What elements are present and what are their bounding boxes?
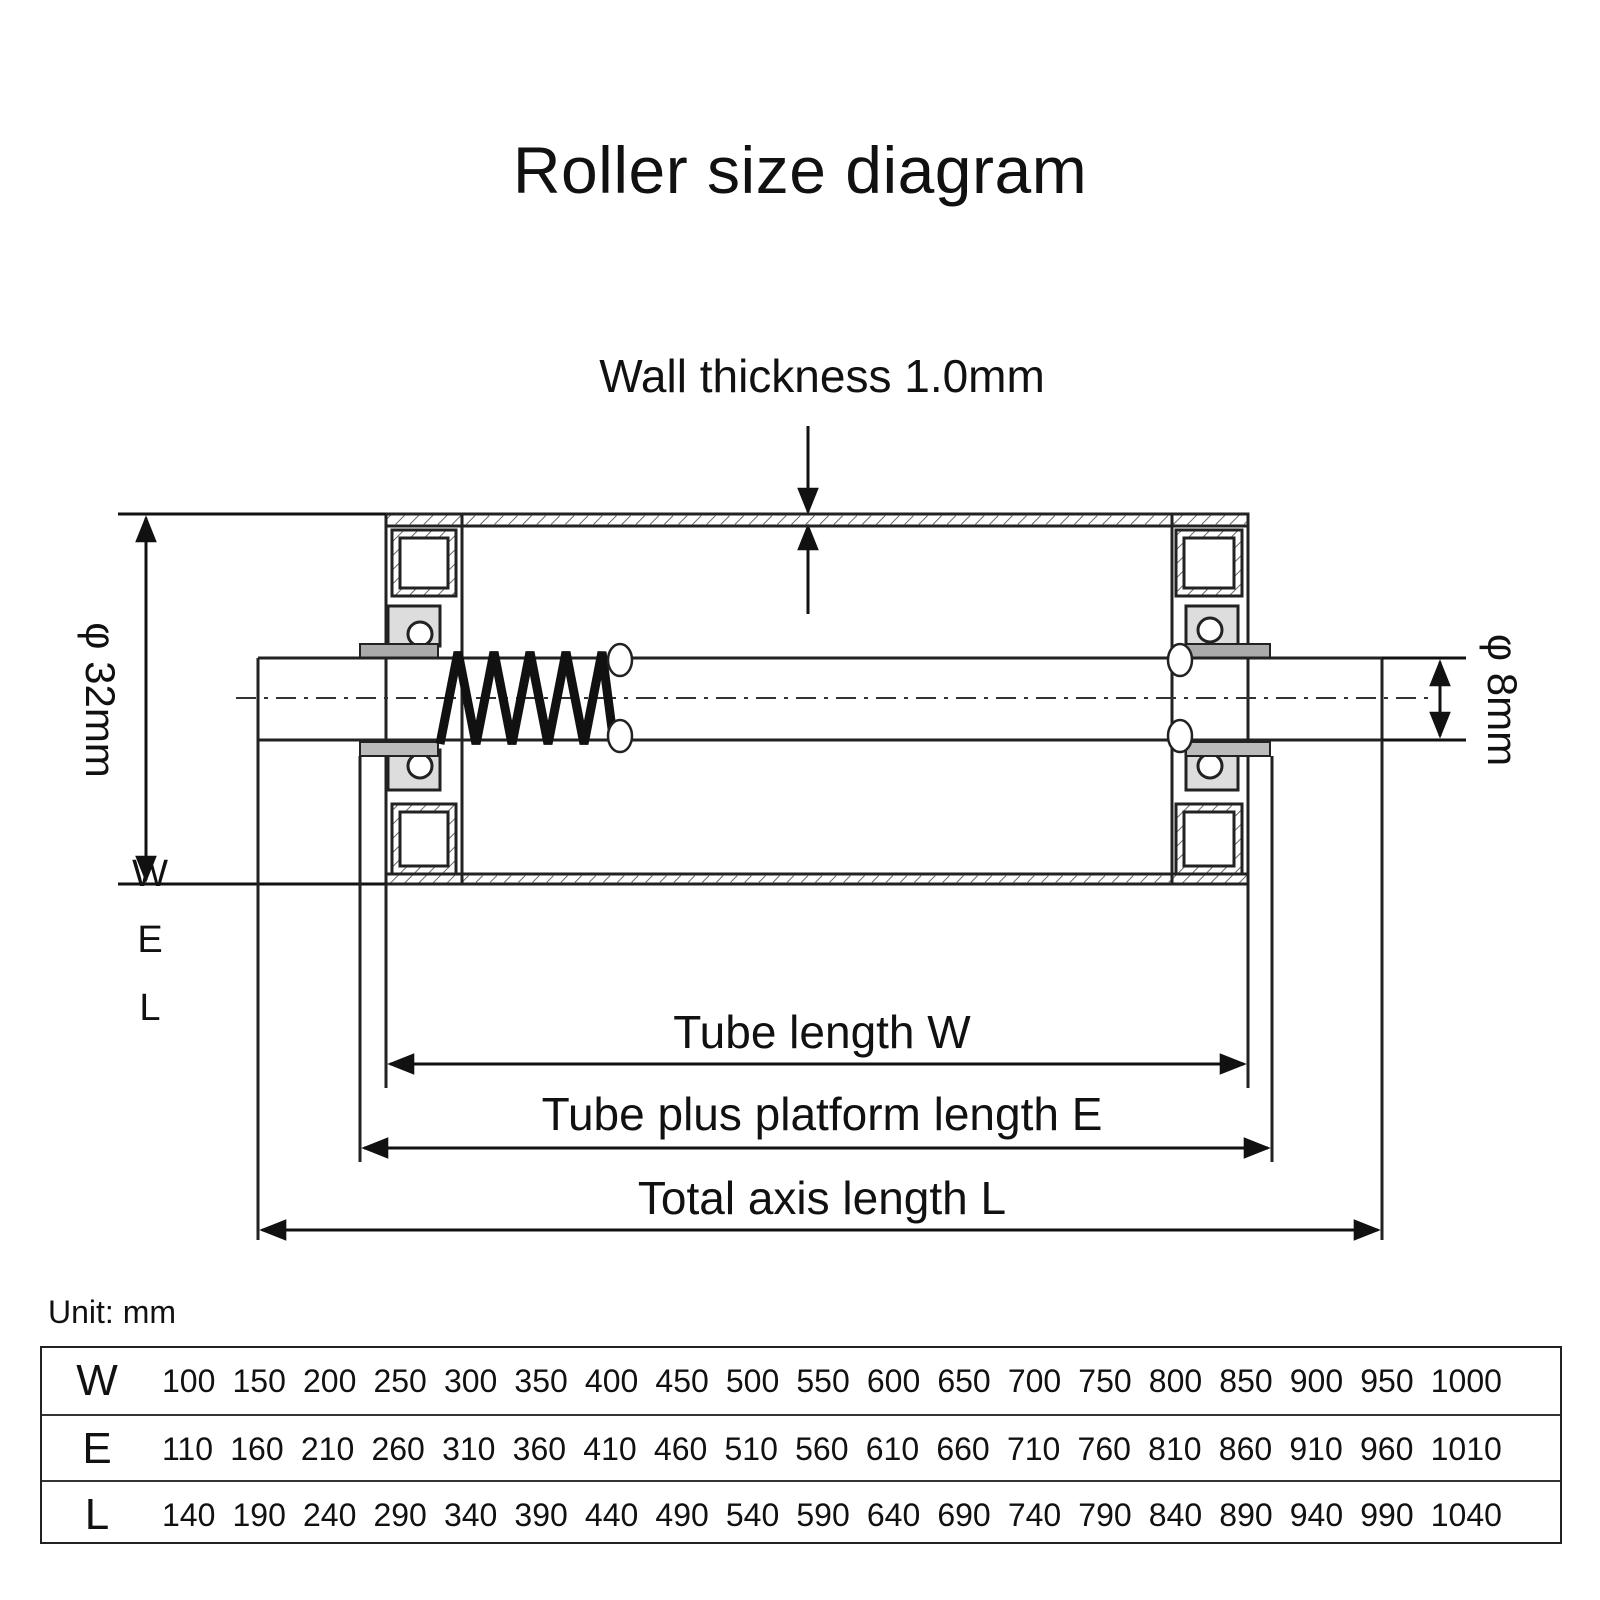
table-cell: 450 bbox=[655, 1362, 709, 1399]
table-cell: 540 bbox=[725, 1496, 780, 1533]
table-cell: 160 bbox=[230, 1430, 284, 1467]
table-cell: 950 bbox=[1360, 1362, 1414, 1399]
table-cell: 390 bbox=[514, 1496, 568, 1533]
table-cell: 940 bbox=[1289, 1496, 1344, 1533]
table-cell: 610 bbox=[865, 1430, 920, 1467]
page-title: Roller size diagram bbox=[512, 133, 1088, 207]
table-cell: 140 bbox=[162, 1496, 216, 1533]
table-cell: 800 bbox=[1148, 1362, 1203, 1399]
table-cell: 1040 bbox=[1430, 1496, 1502, 1533]
table-cell: 490 bbox=[655, 1496, 709, 1533]
table-cell: 1000 bbox=[1430, 1362, 1502, 1399]
length-extension-lines bbox=[256, 740, 1384, 1240]
table-cell: 260 bbox=[371, 1430, 425, 1467]
table-cell: 290 bbox=[373, 1496, 427, 1533]
table-cell: 350 bbox=[514, 1362, 568, 1399]
table-cell: 700 bbox=[1007, 1362, 1062, 1399]
table-cell: 810 bbox=[1148, 1430, 1202, 1467]
row-key: W bbox=[76, 1356, 118, 1405]
table-cell: 240 bbox=[302, 1496, 357, 1533]
table-cell: 150 bbox=[232, 1362, 286, 1399]
row-values: 110 160 210 260 310 360 410 460 510 560 610 660 710 7… bbox=[162, 1431, 1502, 1468]
table-cell: 400 bbox=[584, 1362, 639, 1399]
platform-length-label: Tube plus platform length E bbox=[542, 1088, 1103, 1140]
table-cell: 750 bbox=[1078, 1362, 1132, 1399]
table-cell: 840 bbox=[1148, 1496, 1203, 1533]
table-cell: 300 bbox=[443, 1362, 498, 1399]
table-cell: 410 bbox=[583, 1430, 637, 1467]
table-cell: 210 bbox=[300, 1430, 355, 1467]
legend-letter-w: W bbox=[132, 853, 168, 895]
table-cell: 890 bbox=[1219, 1496, 1273, 1533]
row-key: L bbox=[84, 1490, 110, 1539]
table-cell: 690 bbox=[937, 1496, 991, 1533]
size-table: W 100 150 200 250 300 350 400 450 500 550 600 650 70… bbox=[40, 1346, 1562, 1544]
table-cell: 550 bbox=[796, 1362, 850, 1399]
table-cell: 900 bbox=[1289, 1362, 1344, 1399]
table-cell: 960 bbox=[1359, 1430, 1414, 1467]
table-cell: 1010 bbox=[1430, 1430, 1502, 1467]
table-cell: 790 bbox=[1078, 1496, 1132, 1533]
table-cell: 440 bbox=[584, 1496, 639, 1533]
table-cell: 850 bbox=[1219, 1362, 1273, 1399]
table-cell: 340 bbox=[443, 1496, 498, 1533]
table-cell: 310 bbox=[442, 1430, 496, 1467]
table-cell: 640 bbox=[866, 1496, 921, 1533]
table-row-l: L 140 190 240 290 340 390 440 490 540 590 640 690 74… bbox=[42, 1480, 1560, 1548]
shaft-diameter-label: φ 8mm bbox=[1479, 634, 1526, 766]
table-cell: 910 bbox=[1289, 1430, 1343, 1467]
table-row-w: W 100 150 200 250 300 350 400 450 500 550 600 650 70… bbox=[42, 1348, 1560, 1414]
row-key: E bbox=[82, 1424, 112, 1473]
legend-letter-l: L bbox=[139, 987, 160, 1029]
outer-diameter-label: φ 32mm bbox=[77, 622, 124, 778]
table-cell: 710 bbox=[1006, 1430, 1061, 1467]
table-cell: 500 bbox=[725, 1362, 780, 1399]
table-cell: 650 bbox=[937, 1362, 991, 1399]
table-cell: 250 bbox=[373, 1362, 427, 1399]
legend-letter-e: E bbox=[137, 919, 162, 961]
table-cell: 760 bbox=[1077, 1430, 1131, 1467]
row-values: 100 150 200 250 300 350 400 450 500 550 600 650 700 7… bbox=[162, 1363, 1502, 1400]
table-cell: 460 bbox=[653, 1430, 708, 1467]
table-cell: 200 bbox=[302, 1362, 357, 1399]
table-cell: 860 bbox=[1218, 1430, 1273, 1467]
table-cell: 600 bbox=[866, 1362, 921, 1399]
unit-label: Unit: mm bbox=[48, 1294, 176, 1330]
table-cell: 510 bbox=[724, 1430, 778, 1467]
spring-clips bbox=[606, 642, 1194, 754]
right-end-cap bbox=[1170, 512, 1271, 886]
table-cell: 660 bbox=[936, 1430, 990, 1467]
table-row-e: E 110 160 210 260 310 360 410 460 510 560 610 660 71… bbox=[42, 1414, 1560, 1482]
wall-thickness-label: Wall thickness 1.0mm bbox=[599, 350, 1045, 402]
table-cell: 100 bbox=[162, 1362, 216, 1399]
table-cell: 740 bbox=[1007, 1496, 1062, 1533]
row-values: 140 190 240 290 340 390 440 490 540 590 640 690 740 7… bbox=[162, 1497, 1502, 1534]
compression-spring bbox=[435, 651, 619, 745]
roller-diagram: Wall thickness 1.0mm bbox=[77, 350, 1526, 1241]
table-cell: 110 bbox=[162, 1430, 214, 1467]
table-cell: 190 bbox=[232, 1496, 286, 1533]
table-cell: 560 bbox=[795, 1430, 849, 1467]
tube-length-label: Tube length W bbox=[673, 1006, 971, 1058]
table-cell: 590 bbox=[796, 1496, 850, 1533]
total-length-label: Total axis length L bbox=[638, 1172, 1006, 1224]
table-cell: 990 bbox=[1360, 1496, 1414, 1533]
table-cell: 360 bbox=[512, 1430, 567, 1467]
